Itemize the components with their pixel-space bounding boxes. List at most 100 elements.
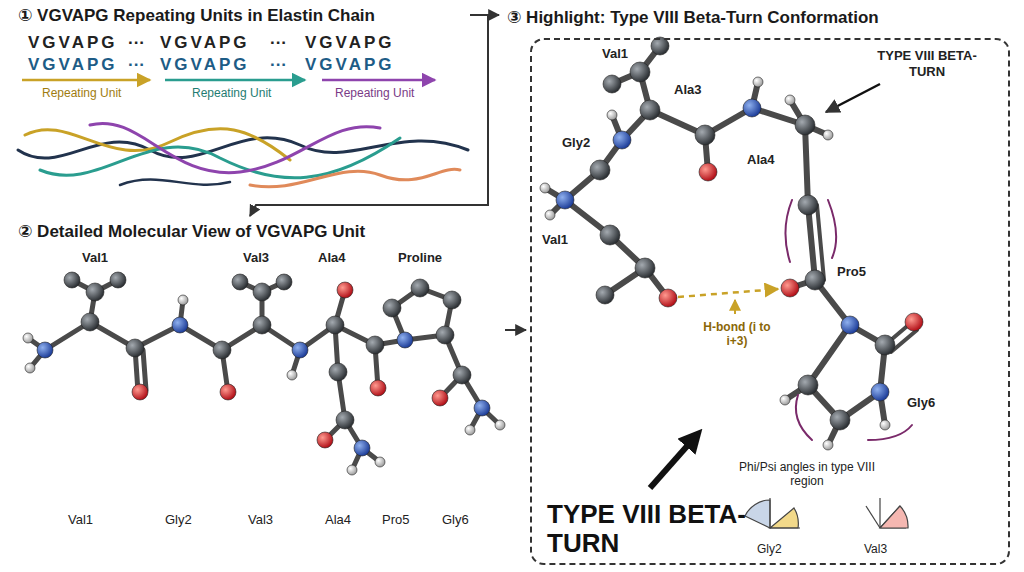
atom bbox=[370, 380, 386, 396]
atom bbox=[126, 339, 144, 357]
flow-arrow bbox=[250, 15, 488, 216]
sequence-unit: VGVAPG bbox=[28, 33, 117, 53]
atom bbox=[383, 299, 401, 317]
angle-icon bbox=[880, 506, 908, 528]
turn-bracket bbox=[785, 200, 792, 262]
atom bbox=[785, 95, 795, 105]
atom bbox=[823, 130, 833, 140]
bond bbox=[808, 325, 885, 420]
elastin-chain bbox=[250, 169, 460, 187]
atom bbox=[23, 272, 505, 475]
atom bbox=[635, 258, 655, 278]
atom bbox=[64, 272, 80, 288]
residue-label: Pro5 bbox=[382, 512, 409, 528]
residue-label: Val1 bbox=[602, 46, 628, 62]
atom bbox=[823, 440, 833, 450]
flow-arrow bbox=[505, 329, 526, 331]
elastin-chain bbox=[18, 138, 468, 158]
repeat-arrow bbox=[22, 79, 435, 82]
atom bbox=[337, 282, 353, 298]
residue-label: Val1 bbox=[68, 512, 93, 528]
atom bbox=[603, 75, 621, 93]
atom bbox=[830, 410, 850, 430]
atom bbox=[659, 289, 677, 307]
hbond-line bbox=[678, 289, 778, 297]
angle-icon bbox=[745, 498, 908, 528]
atom bbox=[805, 270, 825, 290]
atom bbox=[326, 316, 344, 334]
atom bbox=[474, 400, 490, 416]
residue-label: Val1 bbox=[542, 232, 568, 248]
atom bbox=[292, 342, 308, 358]
residue-label: Val3 bbox=[248, 512, 273, 528]
atom bbox=[329, 363, 347, 381]
repeat-arrow bbox=[22, 79, 150, 82]
unit-label: Repeating Unit bbox=[335, 86, 414, 100]
angle-icon bbox=[770, 508, 798, 528]
elastin-chain bbox=[90, 123, 380, 172]
atom bbox=[600, 225, 620, 245]
angle-note: Phi/Psi angles in type VIII region bbox=[737, 460, 877, 489]
atom bbox=[397, 332, 413, 348]
flow-arrow bbox=[470, 14, 499, 16]
residue-label: Pro5 bbox=[837, 264, 866, 280]
atom bbox=[354, 440, 370, 456]
residue-label: Gly2 bbox=[757, 542, 782, 556]
turn-bracket bbox=[828, 200, 836, 258]
atom bbox=[841, 316, 859, 334]
atom bbox=[86, 283, 104, 301]
residue-label: Ala4 bbox=[747, 152, 774, 168]
unit-label: Repeating Unit bbox=[42, 86, 121, 100]
sequence-unit: VGVAPG bbox=[305, 55, 394, 75]
atom bbox=[630, 62, 650, 82]
section-heading: ① VGVAPG Repeating Units in Elastin Chai… bbox=[18, 6, 375, 26]
atom bbox=[132, 384, 148, 400]
atom bbox=[613, 131, 631, 149]
residue-label: Ala3 bbox=[674, 82, 701, 98]
atom bbox=[590, 160, 610, 180]
residue-label: Gly2 bbox=[562, 135, 590, 151]
atom bbox=[743, 99, 761, 117]
atom bbox=[220, 384, 236, 400]
atom bbox=[465, 425, 475, 435]
atom bbox=[336, 411, 354, 429]
atom bbox=[213, 341, 231, 359]
atom bbox=[556, 191, 574, 209]
atom bbox=[540, 37, 923, 450]
section-heading: ③ Highlight: Type VIII Beta-Turn Conform… bbox=[507, 8, 879, 28]
residue-label: Val3 bbox=[864, 542, 887, 556]
atom bbox=[172, 317, 188, 333]
elastin-chain bbox=[18, 123, 468, 186]
atom bbox=[23, 333, 33, 343]
atom bbox=[871, 383, 889, 401]
sequence-unit: VGVAPG bbox=[28, 55, 117, 75]
atom bbox=[253, 283, 271, 301]
atom bbox=[317, 432, 333, 448]
bond bbox=[440, 335, 500, 430]
atom bbox=[453, 366, 471, 384]
atom bbox=[798, 195, 818, 215]
atom bbox=[880, 420, 890, 430]
turn-bracket bbox=[796, 395, 812, 440]
residue-label: Ala4 bbox=[325, 512, 351, 528]
ellipsis: ··· bbox=[128, 33, 145, 53]
atom bbox=[366, 336, 384, 354]
pointer-arrow bbox=[650, 84, 880, 488]
residue-label: Proline bbox=[398, 250, 442, 266]
elastin-chain bbox=[25, 129, 290, 160]
residue-label: Ala4 bbox=[318, 250, 345, 266]
sequence-unit: VGVAPG bbox=[160, 55, 249, 75]
atom bbox=[287, 370, 297, 380]
bond bbox=[28, 280, 500, 470]
atom bbox=[545, 210, 555, 220]
flow-arrow bbox=[250, 15, 526, 330]
atom bbox=[780, 395, 790, 405]
section-heading: ② Detailed Molecular View of VGVAPG Unit bbox=[18, 222, 365, 242]
bond bbox=[790, 100, 828, 288]
atom bbox=[25, 363, 35, 373]
angle-icon bbox=[745, 500, 770, 528]
atom bbox=[905, 313, 923, 331]
atom bbox=[232, 274, 248, 290]
atom bbox=[436, 326, 454, 344]
hbond-label: H-bond (i to i+3) bbox=[692, 320, 782, 349]
